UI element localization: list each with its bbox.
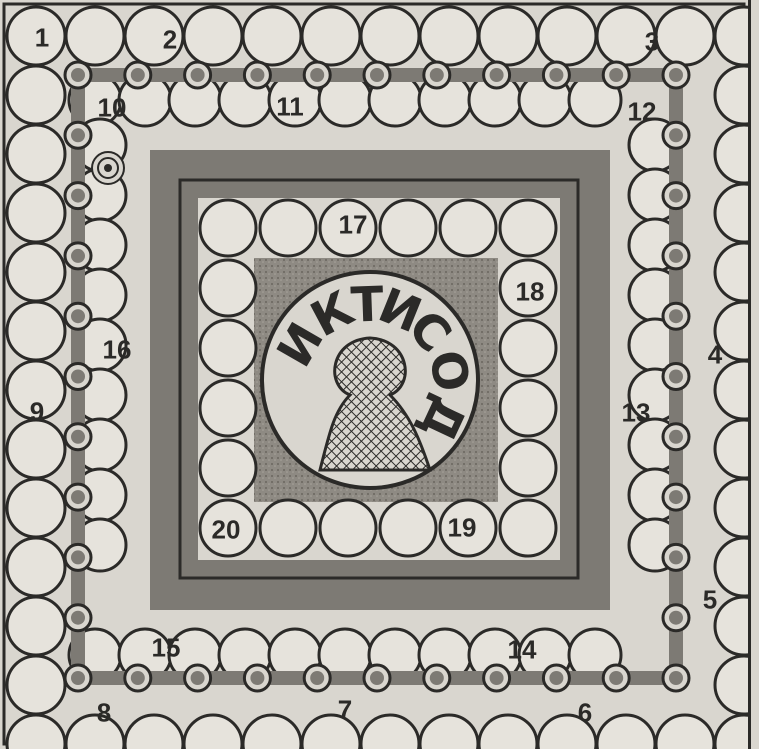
track-station-dot — [669, 611, 683, 625]
outer-ring-cell — [538, 7, 596, 65]
start-target-center — [104, 164, 112, 172]
track-station-dot — [669, 550, 683, 564]
inner-ring-cell — [260, 500, 316, 556]
outer-ring-cell — [7, 66, 65, 124]
track-station-dot — [669, 189, 683, 203]
inner-ring-cell — [200, 200, 256, 256]
track-station-dot — [490, 671, 504, 685]
outer-ring-cell — [7, 243, 65, 301]
inner-ring-cell — [200, 440, 256, 496]
track-station-dot — [669, 671, 683, 685]
outer-ring-cell — [7, 125, 65, 183]
track-station-dot — [430, 671, 444, 685]
track-station-dot — [669, 309, 683, 323]
inner-ring-cell — [380, 500, 436, 556]
outer-ring-cell — [184, 7, 242, 65]
board-number-6: 6 — [578, 698, 592, 729]
track-station-dot — [71, 249, 85, 263]
outer-ring-cell — [7, 479, 65, 537]
board-number-20: 20 — [212, 515, 241, 546]
outer-ring-cell — [361, 7, 419, 65]
track-station-dot — [609, 671, 623, 685]
outer-ring-cell — [7, 597, 65, 655]
outer-ring-cell — [243, 7, 301, 65]
track-station-dot — [250, 671, 264, 685]
track-station-dot — [71, 611, 85, 625]
outer-ring-cell — [479, 7, 537, 65]
outer-ring-cell — [66, 7, 124, 65]
page-margin-rule — [748, 0, 751, 749]
inner-ring-cell — [500, 320, 556, 376]
outer-ring-cell — [7, 656, 65, 714]
board-number-18: 18 — [516, 277, 545, 308]
track-station-dot — [71, 370, 85, 384]
track-station-dot — [191, 68, 205, 82]
track-station-dot — [71, 490, 85, 504]
track-station-dot — [71, 68, 85, 82]
inner-ring-cell — [260, 200, 316, 256]
track-station-dot — [490, 68, 504, 82]
track-station-dot — [71, 189, 85, 203]
board-number-19: 19 — [448, 513, 477, 544]
board-number-3: 3 — [645, 27, 659, 58]
inner-ring-cell — [200, 260, 256, 316]
track-station-dot — [250, 68, 264, 82]
inner-ring-cell — [380, 200, 436, 256]
board-number-15: 15 — [152, 633, 181, 664]
board-number-7: 7 — [338, 695, 352, 726]
track-station-dot — [669, 68, 683, 82]
track-station-dot — [669, 128, 683, 142]
outer-ring-cell — [302, 7, 360, 65]
inner-ring-cell — [200, 380, 256, 436]
outer-ring-cell — [420, 7, 478, 65]
track-station-dot — [131, 671, 145, 685]
outer-ring-cell — [656, 7, 714, 65]
track-station-dot — [669, 249, 683, 263]
board-number-16: 16 — [103, 335, 132, 366]
board-number-4: 4 — [708, 340, 722, 371]
inner-ring-cell — [440, 200, 496, 256]
track-station-dot — [71, 430, 85, 444]
outer-ring-cell — [7, 302, 65, 360]
track-station-dot — [71, 671, 85, 685]
board-number-8: 8 — [97, 698, 111, 729]
outer-ring-cell — [7, 538, 65, 596]
track-station-dot — [669, 430, 683, 444]
board-number-5: 5 — [703, 585, 717, 616]
inner-ring-cell — [500, 380, 556, 436]
board-number-2: 2 — [163, 25, 177, 56]
inner-ring-cell — [500, 500, 556, 556]
outer-ring-cell — [7, 184, 65, 242]
inner-ring-cell — [320, 500, 376, 556]
track-station-dot — [370, 671, 384, 685]
track-station-dot — [669, 370, 683, 384]
track-station-dot — [71, 309, 85, 323]
track-station-dot — [370, 68, 384, 82]
board-number-1: 1 — [35, 23, 49, 54]
track-station-dot — [549, 671, 563, 685]
inner-ring-cell — [500, 440, 556, 496]
board-number-12: 12 — [628, 97, 657, 128]
track-station-dot — [310, 68, 324, 82]
track-station-dot — [71, 128, 85, 142]
board-number-13: 13 — [622, 398, 651, 429]
outer-ring-cell — [7, 420, 65, 478]
track-station-dot — [609, 68, 623, 82]
inner-ring-cell — [500, 200, 556, 256]
track-station-dot — [131, 68, 145, 82]
board-number-10: 10 — [98, 93, 127, 124]
board-number-17: 17 — [339, 210, 368, 241]
track-station-dot — [191, 671, 205, 685]
track-station-dot — [310, 671, 324, 685]
track-station-dot — [430, 68, 444, 82]
board-number-9: 9 — [30, 397, 44, 428]
track-station-dot — [669, 490, 683, 504]
inner-ring-cell — [200, 320, 256, 376]
board-number-14: 14 — [508, 635, 537, 666]
track-station-dot — [549, 68, 563, 82]
board-number-11: 11 — [276, 92, 304, 123]
track-station-dot — [71, 550, 85, 564]
